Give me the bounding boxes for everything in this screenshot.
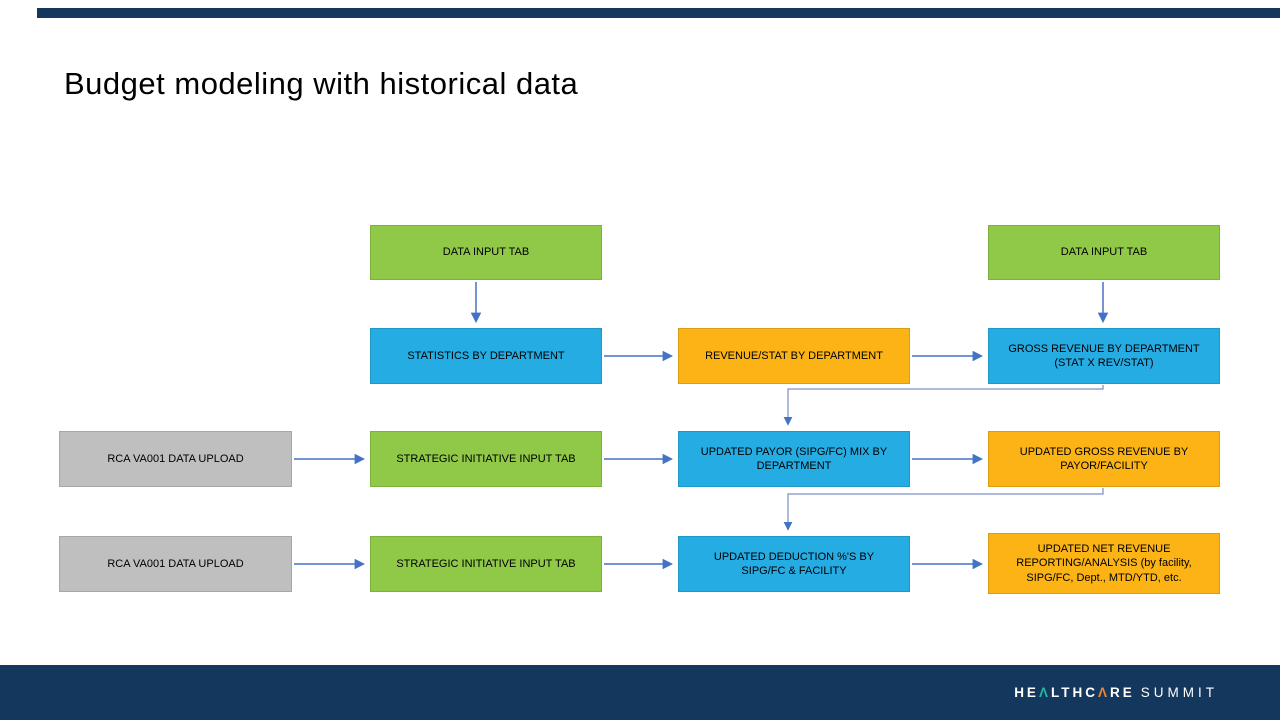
node-label: STRATEGIC INITIATIVE INPUT TAB [396, 452, 576, 465]
node-label: REVENUE/STAT BY DEPARTMENT [705, 349, 883, 362]
node-label: UPDATED PAYOR (SIPG/FC) MIX BY DEPARTMEN… [700, 445, 888, 472]
slide-title: Budget modeling with historical data [64, 66, 579, 101]
node-label: RCA VA001 DATA UPLOAD [107, 557, 244, 570]
flow-node-data-input-tab-right: DATA INPUT TAB [988, 225, 1220, 280]
flow-node-rca-va001-data-upload-1: RCA VA001 DATA UPLOAD [59, 431, 292, 487]
flow-node-rca-va001-data-upload-2: RCA VA001 DATA UPLOAD [59, 536, 292, 592]
logo-teal-triangle-icon: Λ [1038, 685, 1051, 700]
node-label: DATA INPUT TAB [442, 246, 530, 259]
node-label: DATA INPUT TAB [1060, 246, 1148, 259]
top-accent-bar [37, 8, 1280, 18]
logo-text: HE [1014, 685, 1039, 700]
logo-orange-triangle-icon: Λ [1097, 685, 1110, 700]
flow-node-updated-payor-mix: UPDATED PAYOR (SIPG/FC) MIX BY DEPARTMEN… [678, 431, 910, 487]
logo-text: LTHC [1050, 685, 1098, 700]
node-label: STRATEGIC INITIATIVE INPUT TAB [396, 557, 576, 570]
node-label: UPDATED NET REVENUE REPORTING/ANALYSIS (… [1016, 543, 1192, 584]
flow-node-statistics-by-department: STATISTICS BY DEPARTMENT [370, 328, 602, 384]
logo-text: RE [1109, 685, 1135, 700]
flow-node-data-input-tab-left: DATA INPUT TAB [370, 225, 602, 280]
connector-updatedgross-to-deduction [783, 488, 1104, 531]
flow-node-gross-revenue-by-department: GROSS REVENUE BY DEPARTMENT (STAT X REV/… [988, 328, 1220, 384]
flow-node-updated-net-revenue: UPDATED NET REVENUE REPORTING/ANALYSIS (… [988, 533, 1220, 594]
flow-node-strategic-initiative-input-tab-2: STRATEGIC INITIATIVE INPUT TAB [370, 536, 602, 592]
flow-node-updated-deduction: UPDATED DEDUCTION %'S BY SIPG/FC & FACIL… [678, 536, 910, 592]
logo-summit-text: SUMMIT [1140, 685, 1218, 700]
flow-node-revenue-stat-by-department: REVENUE/STAT BY DEPARTMENT [678, 328, 910, 384]
connector-grossrevenue-to-payormix [783, 385, 1104, 426]
node-label: UPDATED GROSS REVENUE BY PAYOR/FACILITY [1019, 445, 1189, 472]
flow-node-updated-gross-revenue: UPDATED GROSS REVENUE BY PAYOR/FACILITY [988, 431, 1220, 487]
node-label: RCA VA001 DATA UPLOAD [107, 452, 244, 465]
node-label: UPDATED DEDUCTION %'S BY SIPG/FC & FACIL… [713, 550, 875, 577]
flow-node-strategic-initiative-input-tab-1: STRATEGIC INITIATIVE INPUT TAB [370, 431, 602, 487]
node-label: STATISTICS BY DEPARTMENT [407, 349, 565, 362]
node-label: GROSS REVENUE BY DEPARTMENT (STAT X REV/… [1008, 342, 1200, 369]
